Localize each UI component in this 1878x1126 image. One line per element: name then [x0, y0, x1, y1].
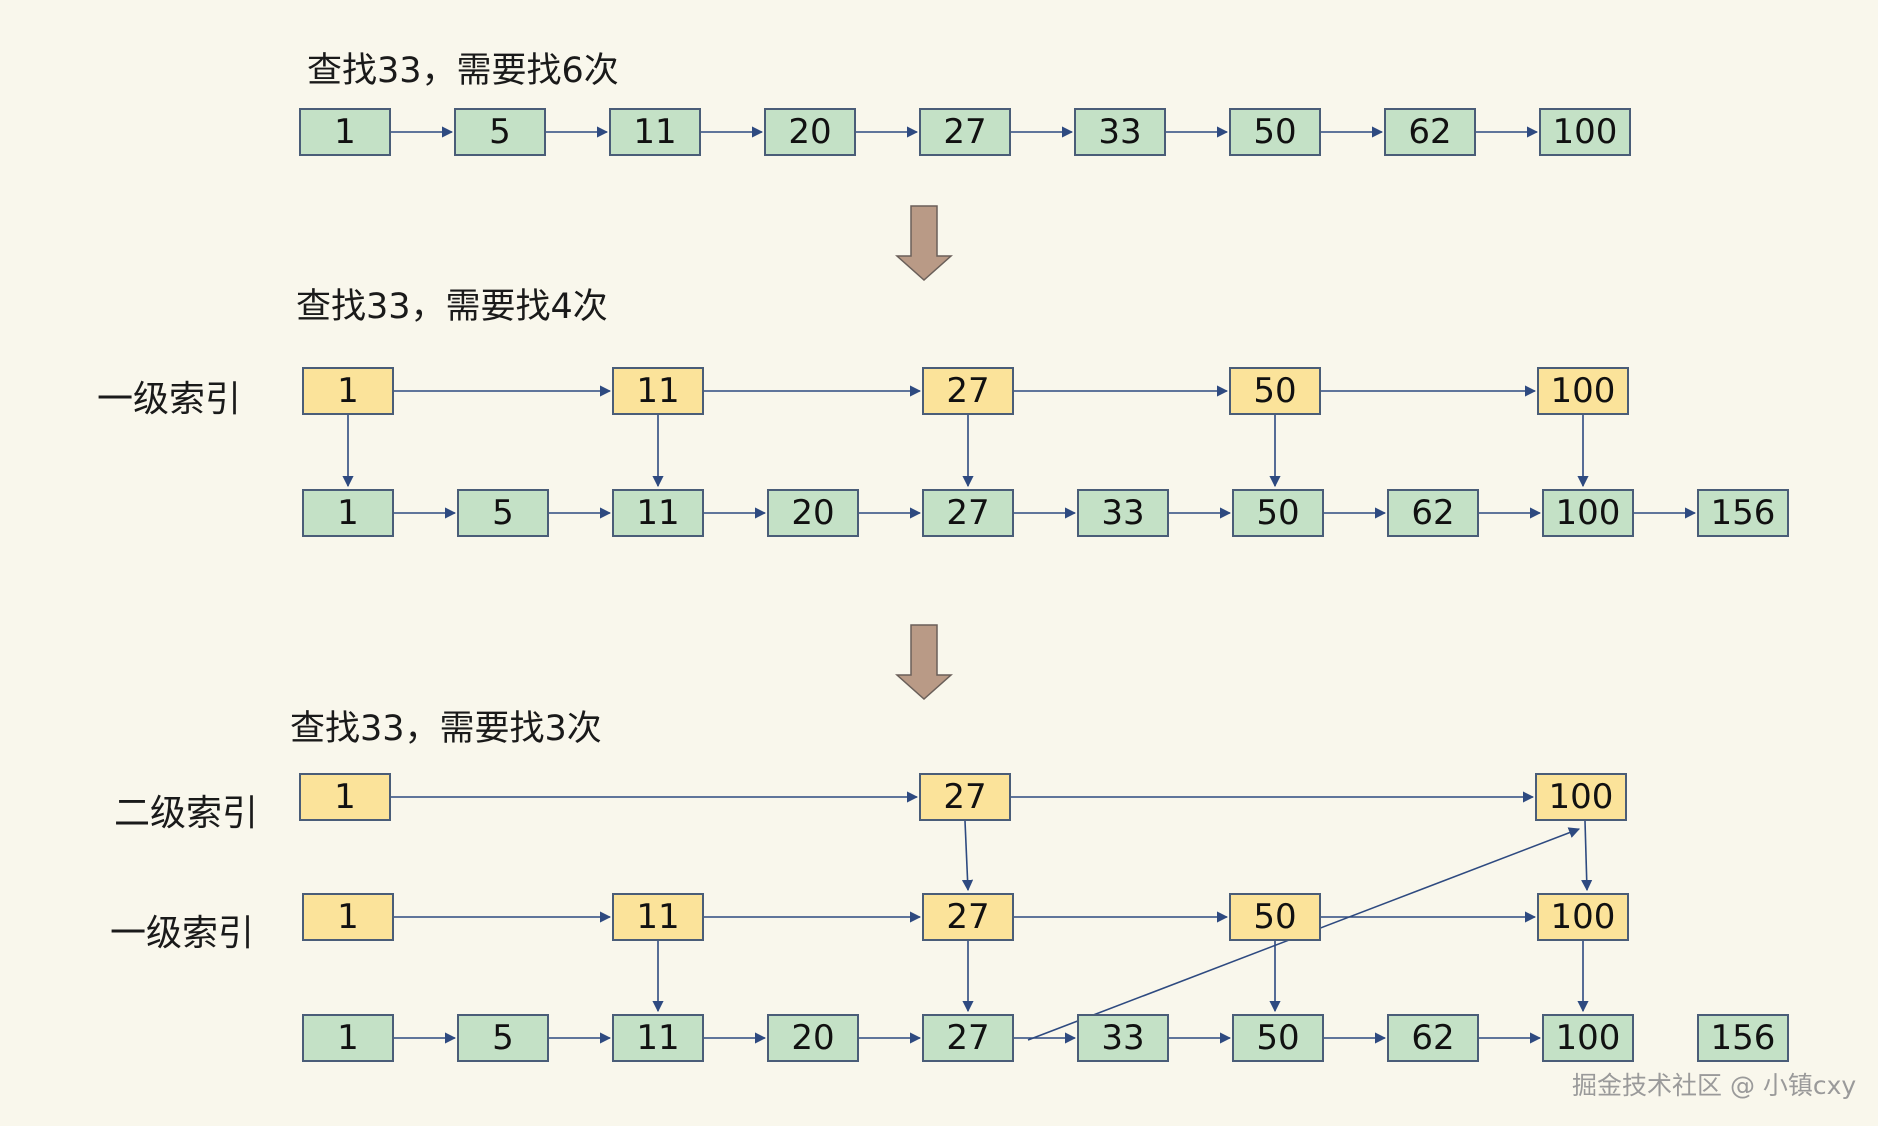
base-node: 156	[1697, 1014, 1789, 1062]
section-2-title: 查找33，需要找4次	[296, 287, 608, 327]
base-node: 5	[457, 1014, 549, 1062]
level1-index-node: 50	[1229, 893, 1321, 941]
base-node: 27	[919, 108, 1011, 156]
level2-index-node: 27	[919, 773, 1011, 821]
transition-arrow-1	[895, 205, 953, 282]
base-node: 62	[1387, 1014, 1479, 1062]
down-pointer-arrow	[1581, 820, 1593, 892]
level2-index-node: 100	[1535, 773, 1627, 821]
base-node: 50	[1229, 108, 1321, 156]
base-node: 11	[612, 1014, 704, 1062]
base-node: 1	[302, 1014, 394, 1062]
section-3-level1-label: 一级索引	[110, 913, 255, 954]
base-node: 11	[609, 108, 701, 156]
base-node: 5	[457, 489, 549, 537]
base-node: 33	[1074, 108, 1166, 156]
section-1-title: 查找33，需要找6次	[307, 51, 619, 91]
base-node: 11	[612, 489, 704, 537]
level1-index-node: 1	[302, 893, 394, 941]
base-node: 20	[764, 108, 856, 156]
level1-index-node: 100	[1537, 893, 1629, 941]
level1-index-node: 100	[1537, 367, 1629, 415]
level1-index-node: 50	[1229, 367, 1321, 415]
base-node: 156	[1697, 489, 1789, 537]
down-pointer-arrow	[961, 820, 974, 892]
level1-index-node: 11	[612, 893, 704, 941]
base-node: 20	[767, 1014, 859, 1062]
base-node: 33	[1077, 489, 1169, 537]
base-node: 1	[302, 489, 394, 537]
base-node: 62	[1387, 489, 1479, 537]
section-3-title: 查找33，需要找3次	[290, 709, 602, 749]
base-node: 62	[1384, 108, 1476, 156]
level1-index-node: 11	[612, 367, 704, 415]
base-node: 20	[767, 489, 859, 537]
level1-index-node: 27	[922, 367, 1014, 415]
base-node: 5	[454, 108, 546, 156]
section-3-level2-label: 二级索引	[114, 793, 259, 834]
transition-arrow-2	[895, 624, 953, 701]
level1-index-node: 1	[302, 367, 394, 415]
watermark: 掘金技术社区 @ 小镇cxy	[1572, 1071, 1857, 1100]
base-node: 33	[1077, 1014, 1169, 1062]
base-node: 27	[922, 489, 1014, 537]
base-node: 27	[922, 1014, 1014, 1062]
base-node: 50	[1232, 489, 1324, 537]
base-node: 100	[1542, 1014, 1634, 1062]
level1-index-node: 27	[922, 893, 1014, 941]
base-node: 100	[1542, 489, 1634, 537]
level2-index-node: 1	[299, 773, 391, 821]
section-2-level1-label: 一级索引	[97, 379, 242, 420]
base-node: 100	[1539, 108, 1631, 156]
base-node: 50	[1232, 1014, 1324, 1062]
base-node: 1	[299, 108, 391, 156]
